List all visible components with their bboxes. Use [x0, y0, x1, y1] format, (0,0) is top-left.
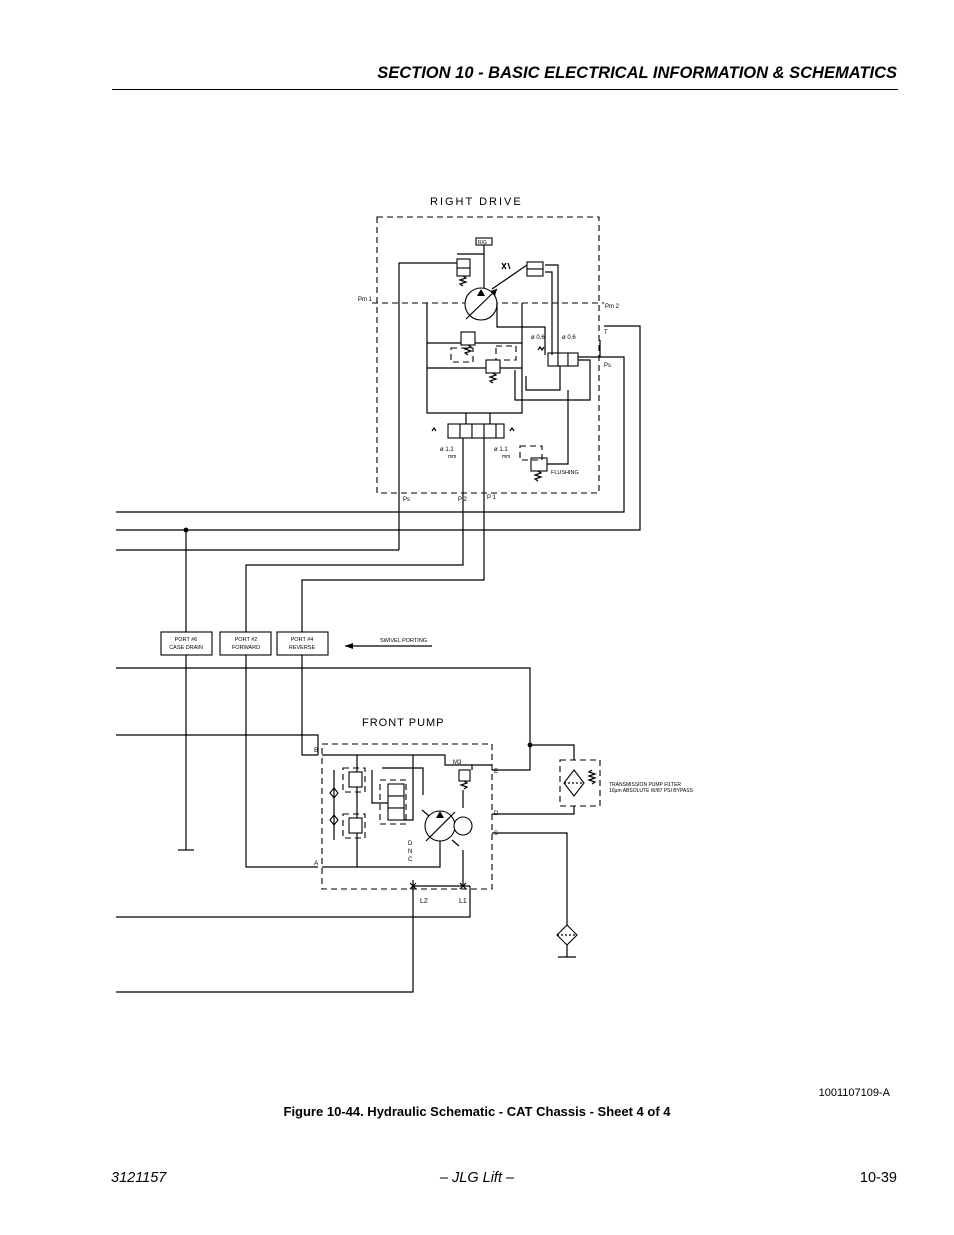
port2-box: [219, 631, 272, 656]
swivel-porting-label: SWIVEL PORTING: [380, 638, 427, 644]
front-pump-boundary: [321, 743, 493, 890]
header-rule: [112, 89, 898, 90]
front-pump-block: FRONT PUMP B A M3 E D S D N C: [116, 717, 499, 993]
port-e-label: E: [494, 769, 498, 775]
port-ps-right-label: Ps: [604, 363, 611, 369]
orifice-bottom-right: ø 1.1: [494, 447, 508, 453]
filter-label-line2: 10µm ABSOLUTE W/87 PSI BYPASS: [609, 788, 694, 794]
letter-c: C: [408, 857, 413, 863]
port-b-label: B: [314, 747, 318, 754]
unit-mm-right: mm: [502, 454, 510, 460]
port4-line1: PORT #4: [291, 637, 314, 643]
port-t-label: T: [604, 330, 608, 336]
port-pm2-label: Pm 2: [605, 304, 620, 310]
right-drive-boundary: [376, 216, 600, 494]
port6-line2: CASE DRAIN: [169, 645, 203, 651]
right-drive-title: RIGHT DRIVE: [430, 196, 523, 208]
flushing-label: FLUSHING: [551, 470, 579, 476]
filter-label-line1: TRANSMISSION PUMP FILTER: [609, 782, 681, 788]
port4-line2: REVERSE: [289, 645, 316, 651]
port-ps-bottom-label: Ps: [403, 497, 410, 503]
port-p1-label: P 1: [487, 495, 497, 501]
unit-mm-left: mm: [448, 454, 456, 460]
letter-d: D: [408, 841, 413, 847]
transmission-pump-filter: TRANSMISSION PUMP FILTER 10µm ABSOLUTE W…: [556, 759, 694, 958]
drawing-number: 1001107109-A: [818, 1087, 890, 1099]
port-pm1-label: Pm 1: [358, 297, 373, 303]
port4-box: [276, 631, 329, 656]
port-a-label: A: [314, 860, 319, 867]
port-l1-label: L1: [459, 898, 467, 905]
port2-line2: FORWARD: [232, 645, 260, 651]
front-pump-title: FRONT PUMP: [362, 717, 445, 729]
drive-supply-lines: [116, 325, 641, 632]
publisher: – JLG Lift –: [439, 1170, 515, 1186]
port2-line1: PORT #2: [235, 637, 258, 643]
port-l2-label: L2: [420, 898, 428, 905]
port6-line1: PORT #6: [175, 637, 198, 643]
orifice-right: ø 0.6: [562, 335, 576, 341]
pump-lines: [116, 667, 575, 925]
port-m3-label: M3: [453, 760, 462, 766]
page-number: 10-39: [859, 1170, 897, 1186]
orifice-bottom-left: ø 1.1: [440, 447, 454, 453]
orifice-left: ø 0.6: [531, 335, 545, 341]
letter-n: N: [408, 849, 412, 855]
charge-pump-symbol: [453, 816, 473, 836]
right-drive-block: RIGHT DRIVE Pm 1 Pm 2 R/G: [245, 196, 620, 632]
port-s-label: S: [494, 831, 498, 837]
port6-box: [160, 631, 213, 656]
doc-number: 3121157: [111, 1170, 167, 1186]
figure-caption: Figure 10-44. Hydraulic Schematic - CAT …: [283, 1104, 671, 1119]
section-title: SECTION 10 - BASIC ELECTRICAL INFORMATIO…: [377, 64, 897, 82]
valve-rg-label: R/G: [478, 240, 487, 246]
swivel-porting: PORT #6 CASE DRAIN PORT #2 FORWARD PORT …: [160, 631, 432, 868]
